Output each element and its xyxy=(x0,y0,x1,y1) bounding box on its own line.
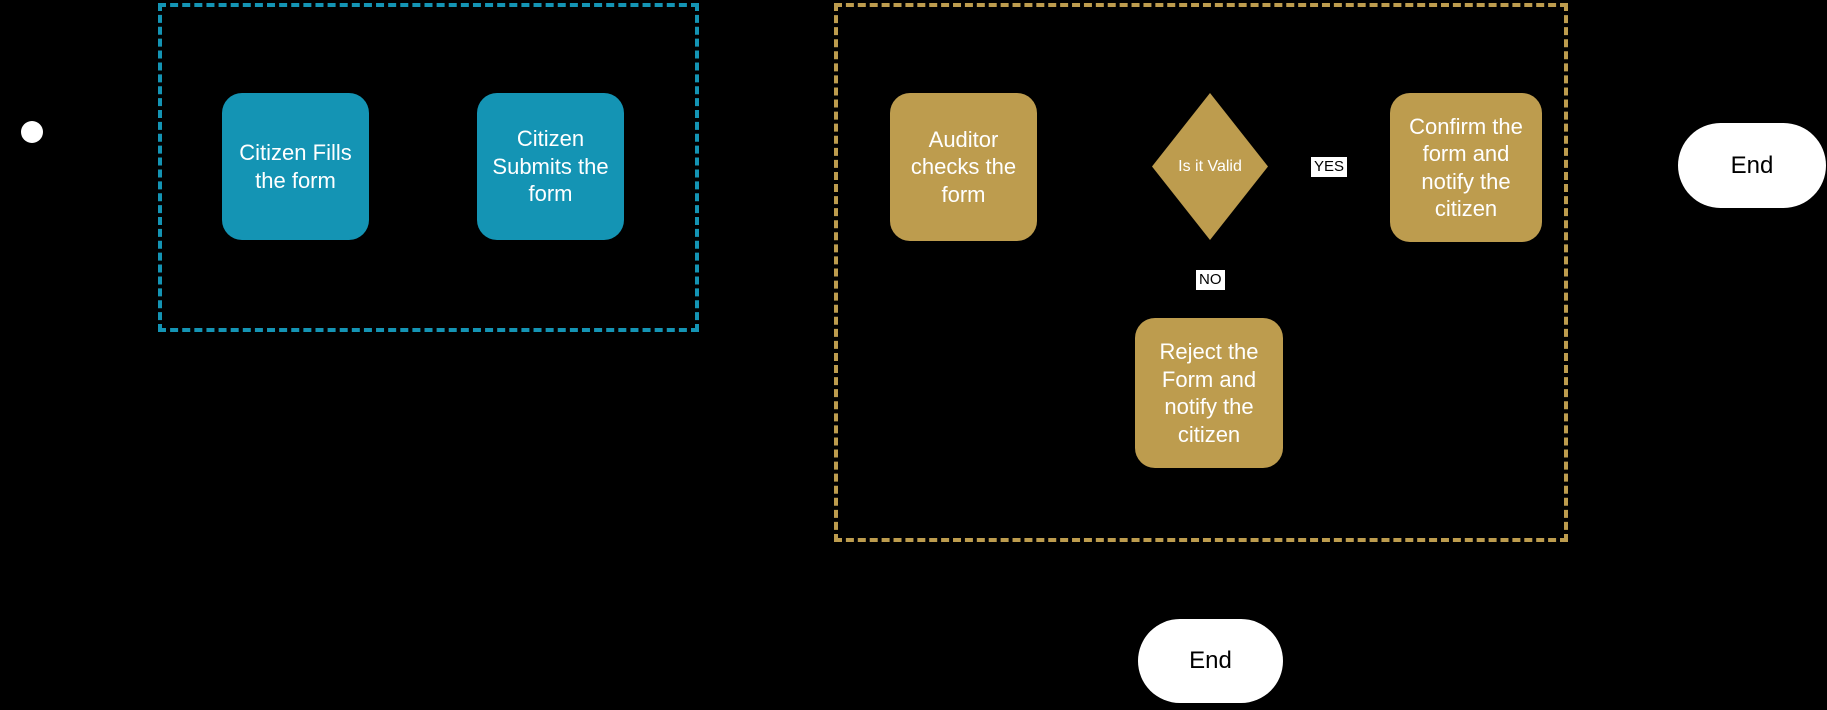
task-label: Citizen Submits the form xyxy=(492,126,609,207)
task-label: Confirm the form and notify the citizen xyxy=(1409,113,1523,222)
end-event-node-reject: End xyxy=(1138,619,1283,703)
start-event-node xyxy=(21,121,43,143)
task-label: Auditor checks the form xyxy=(910,126,1017,207)
edge-label-no: NO xyxy=(1196,270,1225,290)
decision-label: Is it Valid xyxy=(1178,157,1242,175)
task-auditor-checks-form: Auditor checks the form xyxy=(890,93,1037,241)
edge-label-yes: YES xyxy=(1311,157,1348,177)
terminal-label: End xyxy=(1730,151,1774,179)
task-label: Citizen Fills the form xyxy=(239,140,352,193)
task-confirm-and-notify: Confirm the form and notify the citizen xyxy=(1390,93,1542,242)
terminal-label: End xyxy=(1189,647,1232,674)
task-reject-and-notify: Reject the Form and notify the citizen xyxy=(1135,318,1283,468)
end-event-node-main: End xyxy=(1678,123,1826,208)
task-citizen-submits-form: Citizen Submits the form xyxy=(477,93,624,240)
task-label: Reject the Form and notify the citizen xyxy=(1159,339,1259,447)
task-citizen-fills-form: Citizen Fills the form xyxy=(222,93,369,240)
citizen-lane-container xyxy=(158,3,699,332)
auditor-lane-container xyxy=(834,3,1568,542)
